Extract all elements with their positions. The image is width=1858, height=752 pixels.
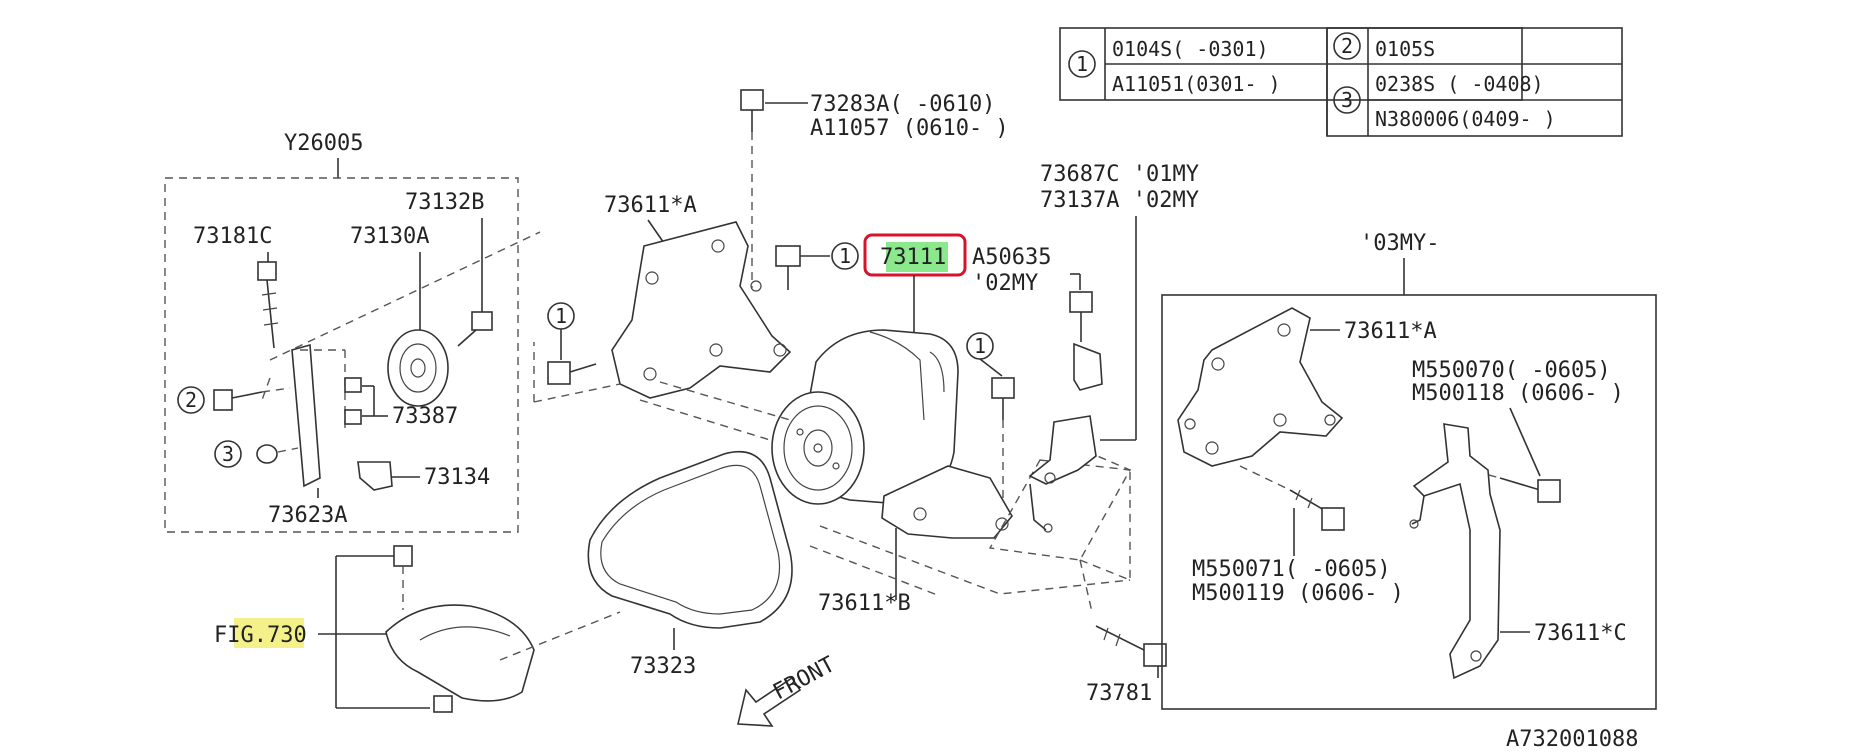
bracket-a-body xyxy=(611,221,792,399)
callout-1-left-text: 1 xyxy=(555,304,567,328)
label-73623a[interactable]: 73623A xyxy=(268,503,347,528)
label-m550071[interactable]: M550071( -0605) xyxy=(1192,557,1391,582)
label-73687c[interactable]: 73687C '01MY xyxy=(1040,162,1199,187)
label-front: FRONT xyxy=(769,652,839,705)
label-a11057[interactable]: A11057 (0610- ) xyxy=(810,116,1009,141)
label-73387[interactable]: 73387 xyxy=(392,404,458,429)
small-bracket-group: 73687C '01MY 73137A '02MY xyxy=(1028,162,1199,533)
label-73611a[interactable]: 73611*A xyxy=(604,193,697,218)
label-73134[interactable]: 73134 xyxy=(424,465,490,490)
ac-compressor: 73111 A50635 '02MY xyxy=(639,233,1051,505)
label-a50635[interactable]: A50635 xyxy=(972,245,1051,270)
washer-callout-3 xyxy=(256,444,278,464)
table-callout-1: 1 xyxy=(1076,52,1088,76)
bracket-b-body xyxy=(881,465,1013,539)
belt-outer xyxy=(587,450,793,629)
label-fig730[interactable]: FIG.730 xyxy=(214,623,307,648)
label-73611c[interactable]: 73611*C xyxy=(1534,621,1627,646)
cover-fig730: FIG.730 xyxy=(214,545,535,713)
reference-table: 1 0104S( -0301) A11051(0301- ) 2 0105S 3… xyxy=(1059,27,1623,137)
label-73611b[interactable]: 73611*B xyxy=(818,591,911,616)
timing-cover xyxy=(385,604,535,702)
label-m500119[interactable]: M500119 (0606- ) xyxy=(1192,581,1404,606)
table-cell-r1b: A11051(0301- ) xyxy=(1112,72,1281,96)
bolt-m550070 xyxy=(1537,479,1561,503)
front-arrow: FRONT xyxy=(737,652,839,727)
label-73130a[interactable]: 73130A xyxy=(350,224,429,249)
callout-2[interactable] xyxy=(177,386,205,414)
callout-3[interactable] xyxy=(214,440,242,468)
label-02my[interactable]: '02MY xyxy=(972,271,1038,296)
label-73283a[interactable]: 73283A( -0610) xyxy=(810,92,995,117)
label-03my[interactable]: '03MY- xyxy=(1360,231,1439,256)
callout-1-top-text: 1 xyxy=(839,244,851,268)
panel-03my: '03MY- 73611*A M550071( -0605) M500119 (… xyxy=(1161,231,1657,710)
kit-dashed-box xyxy=(164,177,519,533)
bolt-callout-1-right xyxy=(991,377,1015,399)
front-arrow-icon xyxy=(737,676,802,727)
highlight-73111 xyxy=(886,242,948,272)
bracket-a50635 xyxy=(1073,342,1103,391)
bolt-m550071 xyxy=(1321,507,1345,531)
bolt-callout-1-left xyxy=(547,361,571,385)
bracket-a-03my xyxy=(1177,307,1344,467)
nut-lower xyxy=(344,409,362,425)
label-73132b[interactable]: 73132B xyxy=(405,190,484,215)
table-callout-2: 2 xyxy=(1341,34,1353,58)
bracket-73134 xyxy=(357,461,393,491)
table-cell-r1a: 0104S( -0301) xyxy=(1112,37,1269,61)
label-73611a-right[interactable]: 73611*A xyxy=(1344,319,1437,344)
callout-1-right-text: 1 xyxy=(974,334,986,358)
bolt-73781-head xyxy=(1143,643,1167,667)
bolt-callout-2 xyxy=(213,389,233,411)
label-73137a[interactable]: 73137A '02MY xyxy=(1040,188,1199,213)
selected-part-outline xyxy=(863,233,967,277)
table-cell-r2a: 0105S xyxy=(1375,37,1435,61)
nut-upper xyxy=(344,377,362,393)
label-73781[interactable]: 73781 xyxy=(1086,681,1152,706)
label-m500118[interactable]: M500118 (0606- ) xyxy=(1412,381,1624,406)
compressor-bracket-a: 73611*A 73283A( -0610) A11057 (0610- ) 1… xyxy=(533,89,1009,403)
table-callout-3: 3 xyxy=(1341,88,1353,112)
tensioner-kit-group: Y26005 73181C 73130A 73132B xyxy=(164,131,541,533)
callout-1-top[interactable] xyxy=(831,242,859,270)
compressor-clutch-pulley xyxy=(771,391,865,505)
callout-2-text: 2 xyxy=(185,388,197,412)
tensioner-arm xyxy=(291,343,321,488)
label-73181c[interactable]: 73181C xyxy=(193,224,272,249)
idler-pulley xyxy=(387,329,449,407)
compressor-bracket-b: 1 73611*B xyxy=(809,332,1132,616)
label-m550070[interactable]: M550070( -0605) xyxy=(1412,358,1611,383)
label-y26005[interactable]: Y26005 xyxy=(284,131,363,156)
callout-3-text: 3 xyxy=(222,442,234,466)
label-73111[interactable]: 73111 xyxy=(880,245,946,270)
table-cell-r3b: N380006(0409- ) xyxy=(1375,107,1556,131)
bolt-73181c-head xyxy=(257,261,277,281)
drive-belt: 73323 xyxy=(499,450,793,679)
highlight-fig730 xyxy=(234,618,304,648)
bolt-callout-1-top xyxy=(775,245,801,267)
diagram-id: A732001088 xyxy=(1506,727,1638,752)
bracket-73611c xyxy=(1412,423,1501,680)
panel-03my-frame xyxy=(1161,294,1657,710)
bracket-73687c xyxy=(1028,415,1097,485)
table-cell-r3a: 0238S ( -0408) xyxy=(1375,72,1544,96)
label-73323[interactable]: 73323 xyxy=(630,654,696,679)
bolt-73283a xyxy=(740,89,764,111)
bolt-73781: 73781 xyxy=(1079,559,1167,706)
